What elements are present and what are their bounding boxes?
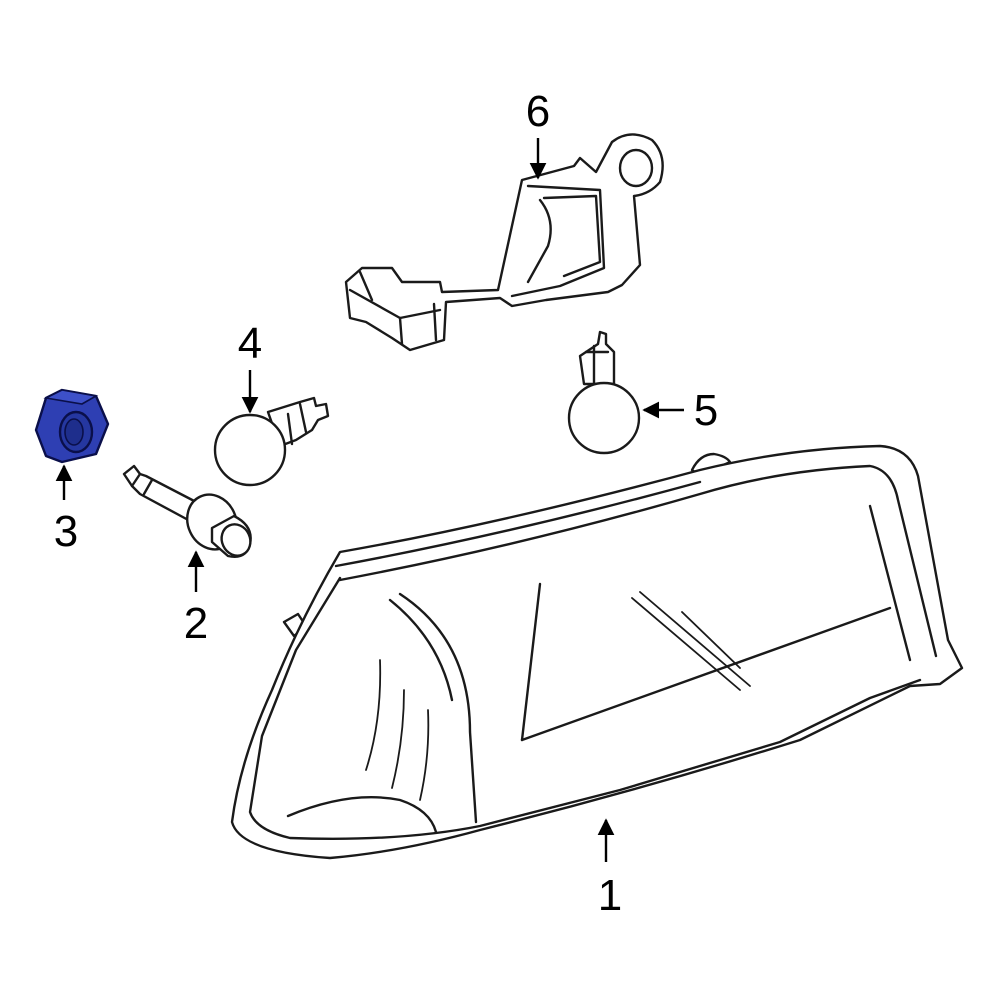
part-4-bulb[interactable] [213,396,330,487]
part-2-stud[interactable] [122,464,255,560]
part-1-lamp-assembly[interactable] [230,444,964,860]
callout-4[interactable]: 4 [238,319,262,368]
callout-5[interactable]: 5 [694,386,718,435]
part-3-hex-nut[interactable] [34,388,110,464]
callout-6[interactable]: 6 [526,87,550,136]
callout-2[interactable]: 2 [184,599,208,648]
part-5-bulb[interactable] [567,330,641,455]
part-6-bracket[interactable] [344,133,664,352]
callout-1[interactable]: 1 [598,871,622,920]
callout-3[interactable]: 3 [54,507,78,556]
